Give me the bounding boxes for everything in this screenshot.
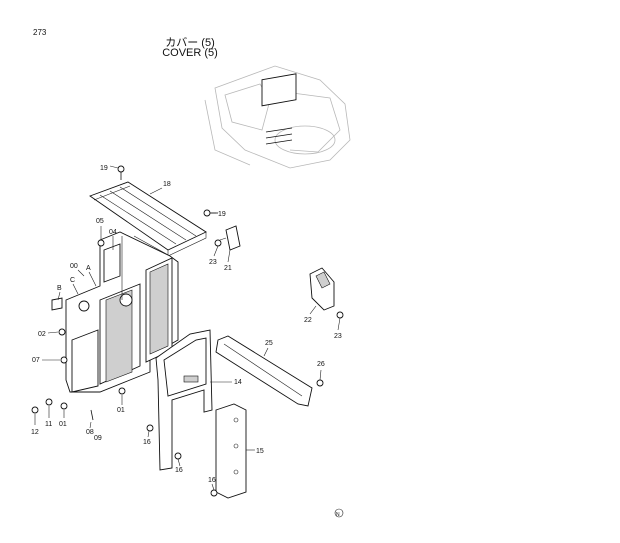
title-japanese: カバー (5) — [165, 37, 215, 49]
callout-C: C — [70, 277, 75, 284]
bolt-01b — [118, 387, 126, 395]
callout-B: B — [57, 285, 62, 292]
callout-15: 15 — [256, 448, 264, 455]
bolt-23b — [336, 311, 344, 319]
footer-mark: N — [334, 508, 344, 518]
callout-25: 25 — [265, 340, 273, 347]
machine-overview — [204, 65, 351, 169]
long-bar-25 — [215, 335, 313, 407]
front-frame-14 — [155, 329, 213, 471]
callout-23b: 23 — [334, 333, 342, 340]
callout-12: 12 — [31, 429, 39, 436]
vertical-plate-15 — [215, 403, 247, 499]
bolt-12 — [31, 406, 39, 414]
callout-00: 00 — [70, 263, 78, 270]
page-number: 273 — [33, 28, 47, 37]
bracket-B — [51, 297, 63, 311]
callout-09: 09 — [94, 435, 102, 442]
main-frame-panel — [65, 231, 179, 393]
callout-19a: 19 — [100, 165, 108, 172]
callout-14: 14 — [234, 379, 242, 386]
callout-21: 21 — [224, 265, 232, 272]
bolt-23a — [214, 239, 222, 247]
callout-04: 04 — [109, 229, 117, 236]
callout-18: 18 — [163, 181, 171, 188]
callout-08: 08 — [86, 429, 94, 436]
callout-16b: 16 — [175, 467, 183, 474]
pin-08 — [90, 409, 94, 421]
callout-22: 22 — [304, 317, 312, 324]
top-grid-cover — [89, 181, 207, 257]
callout-02: 02 — [38, 331, 46, 338]
bolt-05 — [97, 239, 105, 247]
callout-01b: 01 — [117, 407, 125, 414]
callout-labels: 19 18 19 05 04 00 A C B 02 07 12 11 01 0… — [31, 165, 342, 484]
callout-01a: 01 — [59, 421, 67, 428]
callout-26: 26 — [317, 361, 325, 368]
callout-A: A — [86, 265, 91, 272]
callout-05: 05 — [96, 218, 104, 225]
bolt-07 — [60, 356, 68, 364]
bolt-16b — [174, 452, 182, 460]
callout-07: 07 — [32, 357, 40, 364]
callout-16c: 16 — [208, 477, 216, 484]
footer-mark-letter: N — [336, 512, 340, 518]
bolt-16a — [146, 424, 154, 432]
bolt-16c — [210, 489, 218, 497]
bolt-19a — [117, 165, 125, 180]
bracket-22 — [309, 267, 335, 311]
leader-lines — [34, 165, 341, 491]
title-english: COVER (5) — [162, 47, 218, 59]
callout-16a: 16 — [143, 439, 151, 446]
bolt-01a — [60, 402, 68, 410]
callout-11: 11 — [45, 421, 52, 428]
bolt-02 — [58, 328, 66, 336]
bracket-21 — [219, 225, 241, 251]
bolt-11 — [45, 398, 53, 406]
bolt-26 — [316, 379, 324, 387]
callout-19b: 19 — [218, 211, 226, 218]
bolts — [31, 165, 344, 497]
callout-23a: 23 — [209, 259, 217, 266]
